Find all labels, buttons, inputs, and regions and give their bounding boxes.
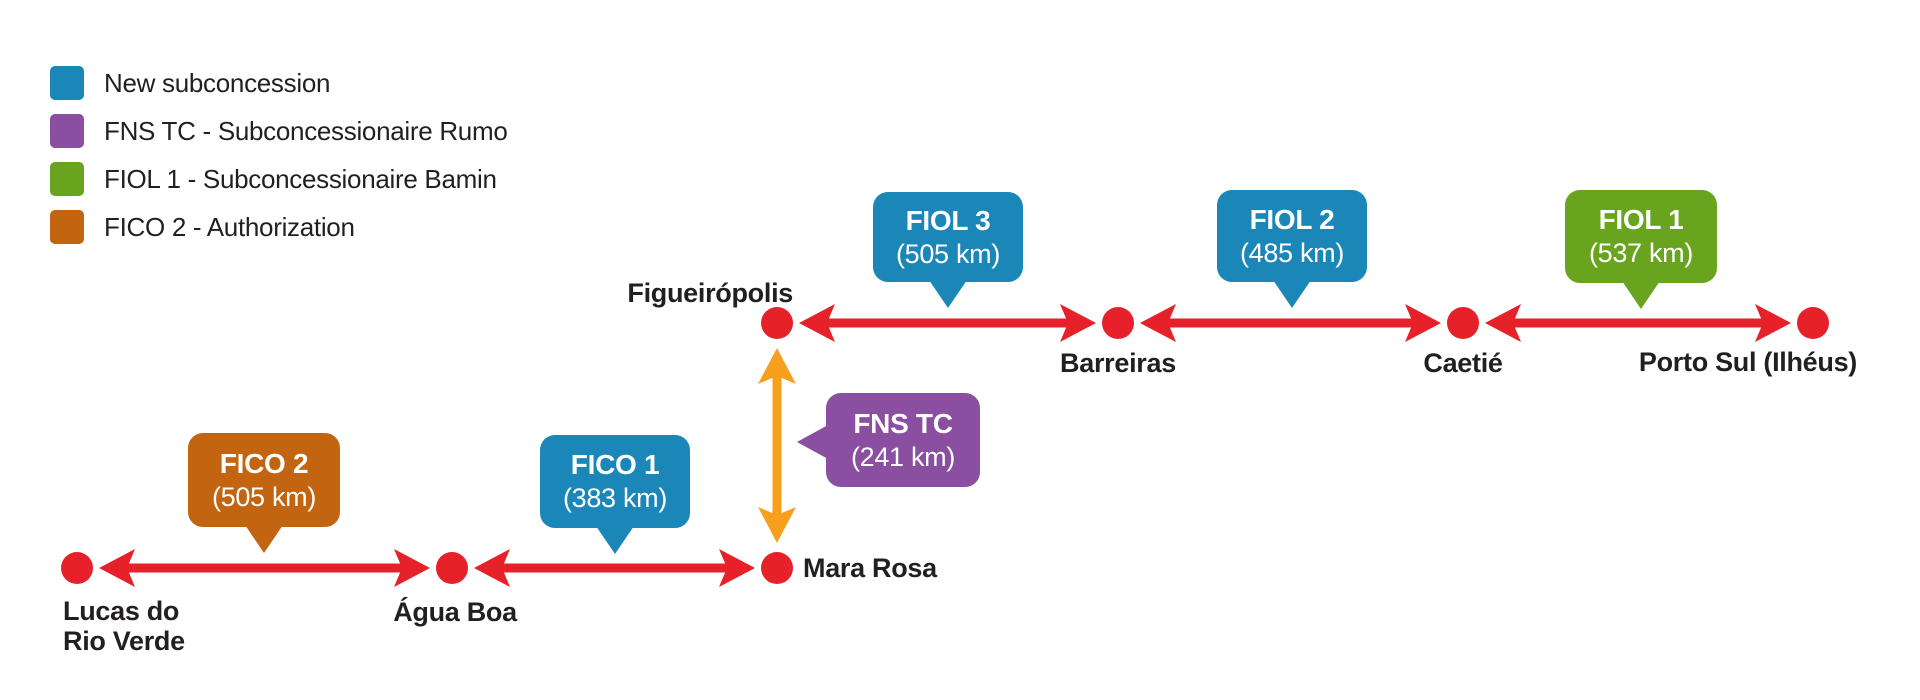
station-label-lucas-do-rio-verde: Lucas do Rio Verde — [63, 596, 185, 656]
callout-length: (241 km) — [850, 441, 956, 472]
rail-segment-fico2 — [99, 549, 430, 587]
station-dot-lucas-do-rio-verde — [61, 552, 93, 584]
station-dot-mara-rosa — [761, 552, 793, 584]
callout-fiol3: FIOL 3 (505 km) — [873, 192, 1023, 282]
rail-segment-fico1 — [474, 549, 755, 587]
legend-label: New subconcession — [104, 68, 331, 98]
callout-fico1: FICO 1 (383 km) — [540, 435, 690, 528]
legend-swatch-blue — [50, 66, 84, 100]
arrowhead-left-icon — [1485, 304, 1521, 342]
arrowhead-left-icon — [799, 304, 835, 342]
callout-length: (485 km) — [1239, 237, 1345, 268]
rail-segment-fiol1 — [1485, 304, 1791, 342]
arrowhead-left-icon — [1140, 304, 1176, 342]
callout-fico2: FICO 2 (505 km) — [188, 433, 340, 527]
callout-fiol2: FIOL 2 (485 km) — [1217, 190, 1367, 282]
callout-length: (383 km) — [562, 483, 668, 513]
legend-label: FNS TC - Subconcessionaire Rumo — [104, 116, 508, 146]
callout-title: FNS TC — [853, 407, 953, 439]
station-dot-caetie — [1447, 307, 1479, 339]
arrowhead-right-icon — [1060, 304, 1096, 342]
station-label-figueiropolis: Figueirópolis — [627, 278, 793, 308]
station-dot-porto-sul — [1797, 307, 1829, 339]
arrowhead-right-icon — [1755, 304, 1791, 342]
callout-title: FIOL 3 — [905, 204, 991, 236]
legend-item-fns-tc: FNS TC - Subconcessionaire Rumo — [50, 114, 508, 148]
legend-swatch-orange — [50, 210, 84, 244]
callout-title: FICO 2 — [219, 447, 309, 479]
callout-length: (505 km) — [895, 238, 1001, 269]
arrowhead-up-icon — [758, 348, 796, 384]
station-label-porto-sul: Porto Sul (Ilhéus) — [1638, 347, 1857, 377]
arrowhead-right-icon — [719, 549, 755, 587]
station-label-barreiras: Barreiras — [1060, 348, 1176, 378]
station-label-mara-rosa: Mara Rosa — [803, 553, 937, 583]
connector-fnstc — [758, 348, 796, 543]
arrowhead-right-icon — [394, 549, 430, 587]
callout-fiol1: FIOL 1 (537 km) — [1565, 190, 1717, 283]
station-label-caetie: Caetié — [1423, 348, 1503, 378]
callout-title: FIOL 1 — [1598, 204, 1684, 235]
legend-swatch-green — [50, 162, 84, 196]
station-dot-agua-boa — [436, 552, 468, 584]
callout-length: (505 km) — [211, 481, 317, 512]
callout-title: FICO 1 — [570, 449, 660, 480]
legend-item-fiol-1: FIOL 1 - Subconcessionaire Bamin — [50, 162, 497, 196]
station-label-agua-boa: Água Boa — [393, 597, 517, 627]
arrowhead-down-icon — [758, 507, 796, 543]
station-dot-figueiropolis — [761, 307, 793, 339]
legend-item-fico-2: FICO 2 - Authorization — [50, 210, 355, 244]
rail-segment-fiol3 — [799, 304, 1096, 342]
callout-length: (537 km) — [1588, 238, 1694, 268]
station-dot-barreiras — [1102, 307, 1134, 339]
arrowhead-left-icon — [474, 549, 510, 587]
legend-item-new-subconcession: New subconcession — [50, 66, 330, 100]
legend-swatch-purple — [50, 114, 84, 148]
callout-fnstc: FNS TC (241 km) — [797, 393, 980, 487]
callout-title: FIOL 2 — [1249, 203, 1335, 235]
arrowhead-right-icon — [1405, 304, 1441, 342]
arrowhead-left-icon — [99, 549, 135, 587]
legend-label: FIOL 1 - Subconcessionaire Bamin — [104, 164, 497, 194]
legend-label: FICO 2 - Authorization — [104, 212, 355, 242]
rail-segment-fiol2 — [1140, 304, 1441, 342]
